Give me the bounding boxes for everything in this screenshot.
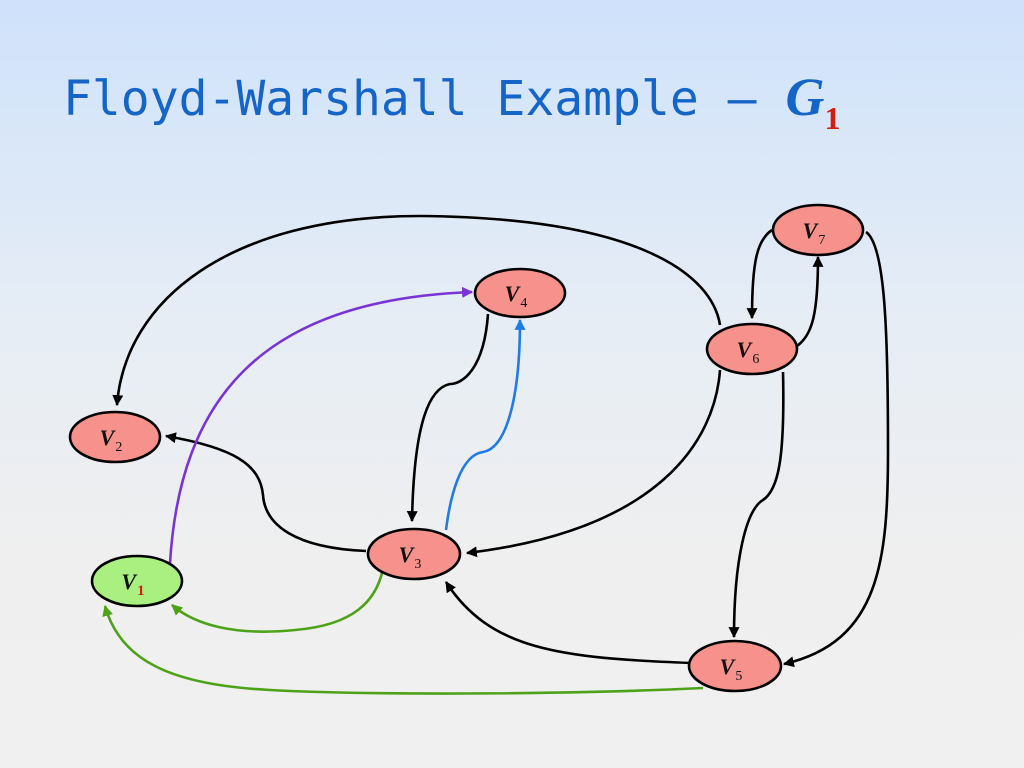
- edge-v3-to-v2: [164, 432, 367, 553]
- node-v5: V5: [687, 639, 783, 693]
- node-v1-subscript: 1: [137, 583, 145, 599]
- title-graph-subscript: 1: [824, 100, 841, 136]
- node-v6-label: V6: [737, 337, 760, 367]
- node-v4: V4: [473, 267, 567, 319]
- edge-v5-to-v1: [102, 604, 704, 695]
- node-v3-shape: [366, 527, 462, 581]
- node-v5-subscript: 5: [735, 669, 742, 684]
- edge-v5-to-v3: [444, 581, 692, 665]
- node-v2-shape: [68, 410, 162, 464]
- node-v6-subscript: 6: [752, 352, 759, 367]
- node-v2-var: V: [100, 425, 117, 450]
- edge-v4-to-v3: [406, 313, 490, 523]
- node-v1-label: V1: [121, 569, 144, 599]
- node-v1: V1: [90, 554, 184, 608]
- edge-v6-to-v7: [796, 255, 824, 348]
- node-v3-label: V3: [399, 542, 422, 572]
- title-graph-variable: G: [785, 67, 825, 127]
- node-v6: V6: [705, 322, 799, 376]
- node-v7: V7: [771, 203, 865, 257]
- edges: [102, 214, 890, 695]
- title-text: Floyd-Warshall Example –: [63, 71, 786, 127]
- node-v3: V3: [366, 527, 462, 581]
- edge-v6-to-v2: [112, 214, 722, 407]
- edge-v6-to-v3: [465, 369, 722, 558]
- node-v6-var: V: [737, 337, 754, 362]
- edge-v1-to-v4: [168, 286, 474, 564]
- node-v5-var: V: [720, 654, 737, 679]
- edge-v6-to-v5: [728, 371, 785, 639]
- node-v4-var: V: [505, 281, 522, 306]
- edge-v3-to-v4: [444, 318, 526, 531]
- node-v2-subscript: 2: [115, 440, 122, 455]
- edge-v7-to-v6: [746, 228, 773, 320]
- node-v7-subscript: 7: [818, 233, 825, 248]
- node-v3-subscript: 3: [414, 557, 421, 572]
- node-v6-shape: [705, 322, 799, 376]
- node-v2-label: V2: [100, 425, 123, 455]
- node-v2: V2: [68, 410, 162, 464]
- node-v4-shape: [473, 267, 567, 319]
- node-v7-shape: [771, 203, 865, 257]
- node-v7-label: V7: [803, 218, 826, 248]
- slide-title: Floyd-Warshall Example – G1: [63, 66, 840, 137]
- edge-v3-to-v1: [171, 572, 384, 633]
- node-v5-shape: [687, 639, 783, 693]
- node-v7-var: V: [803, 218, 820, 243]
- edge-v7-to-v5: [782, 230, 890, 668]
- node-v4-label: V4: [505, 281, 528, 311]
- node-v4-subscript: 4: [520, 296, 527, 311]
- node-v1-shape: [90, 554, 184, 608]
- node-v1-var: V: [121, 569, 138, 594]
- node-v3-var: V: [399, 542, 416, 567]
- node-v5-label: V5: [720, 654, 743, 684]
